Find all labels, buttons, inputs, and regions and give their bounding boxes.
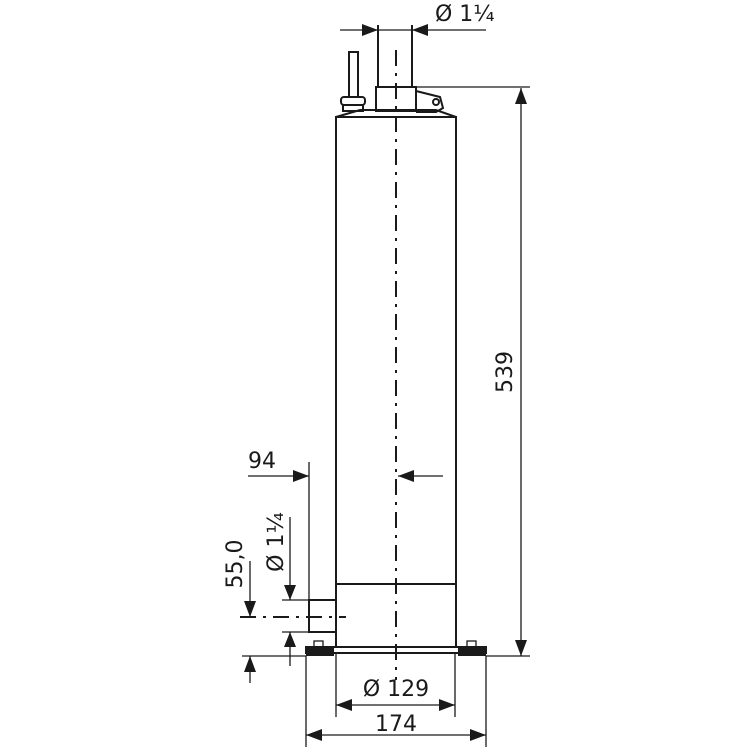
dimension-base-width: 174: [305, 656, 487, 747]
body-diameter-label: Ø 129: [363, 677, 429, 702]
side-outlet: [240, 599, 346, 633]
dimension-top-outlet: Ø 1¼: [340, 2, 495, 36]
base-width-label: 174: [375, 712, 417, 737]
base-plate: [305, 640, 487, 656]
top-outlet-diameter-label: Ø 1¼: [435, 2, 495, 27]
cable-gland: [340, 51, 366, 112]
dimension-total-height: 539: [416, 86, 530, 657]
dimension-side-outlet: Ø 1¼: [264, 512, 309, 666]
side-outlet-diameter-label: Ø 1¼: [264, 512, 289, 572]
top-outlet-fitting: [375, 25, 445, 113]
total-height-label: 539: [493, 351, 518, 393]
side-outlet-height-label: 55,0: [223, 540, 248, 589]
dimension-outlet-offset: 94: [248, 449, 443, 600]
outlet-offset-label: 94: [248, 449, 276, 474]
dimension-body-diameter: Ø 129: [335, 653, 456, 717]
dimension-side-outlet-height: 55,0: [223, 540, 306, 683]
